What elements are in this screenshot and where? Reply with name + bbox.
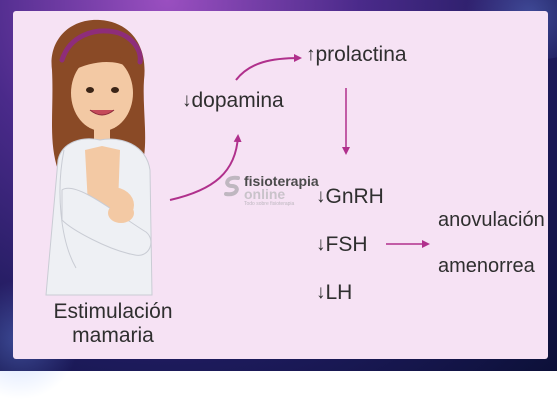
node-fsh: ↓FSH bbox=[316, 234, 368, 255]
outcome-amenorrea: amenorrea bbox=[438, 255, 535, 277]
node-lh: ↓LH bbox=[316, 282, 352, 303]
swirl-logo-icon bbox=[224, 175, 240, 197]
outcome-anovulacion: anovulación bbox=[438, 209, 545, 231]
woman-illustration bbox=[45, 19, 153, 296]
caption-line-2: mamaria bbox=[72, 324, 154, 347]
node-fsh-label: FSH bbox=[325, 233, 368, 256]
node-lh-label: LH bbox=[325, 281, 353, 304]
arrow-dopamina-to-prolactina bbox=[235, 54, 302, 81]
watermark-tagline: Todo sobre fisioterapia bbox=[244, 201, 295, 207]
node-dopamina-label: dopamina bbox=[191, 89, 284, 112]
watermark-brand-sub: online bbox=[244, 186, 286, 202]
caption-line-1: Estimulación bbox=[53, 300, 173, 323]
arrow-stimulus-to-dopamina bbox=[169, 134, 242, 201]
up-arrow-icon: ↑ bbox=[306, 44, 316, 65]
watermark-logo: fisioterapia online Todo sobre fisiotera… bbox=[222, 174, 319, 207]
diagram-canvas bbox=[45, 19, 430, 296]
node-gnrh-label: GnRH bbox=[325, 185, 384, 208]
node-prolactina: ↑prolactina bbox=[306, 44, 407, 65]
down-arrow-icon: ↓ bbox=[316, 234, 326, 255]
node-dopamina: ↓dopamina bbox=[182, 90, 284, 111]
node-prolactina-label: prolactina bbox=[315, 43, 407, 66]
caption-estimulacion-mamaria: Estimulación mamaria bbox=[42, 300, 184, 348]
down-arrow-icon: ↓ bbox=[182, 90, 192, 111]
down-arrow-icon: ↓ bbox=[316, 282, 326, 303]
watermark-brand: fisioterapia bbox=[244, 173, 319, 189]
node-gnrh: ↓GnRH bbox=[316, 186, 384, 207]
down-arrow-icon: ↓ bbox=[316, 186, 326, 207]
